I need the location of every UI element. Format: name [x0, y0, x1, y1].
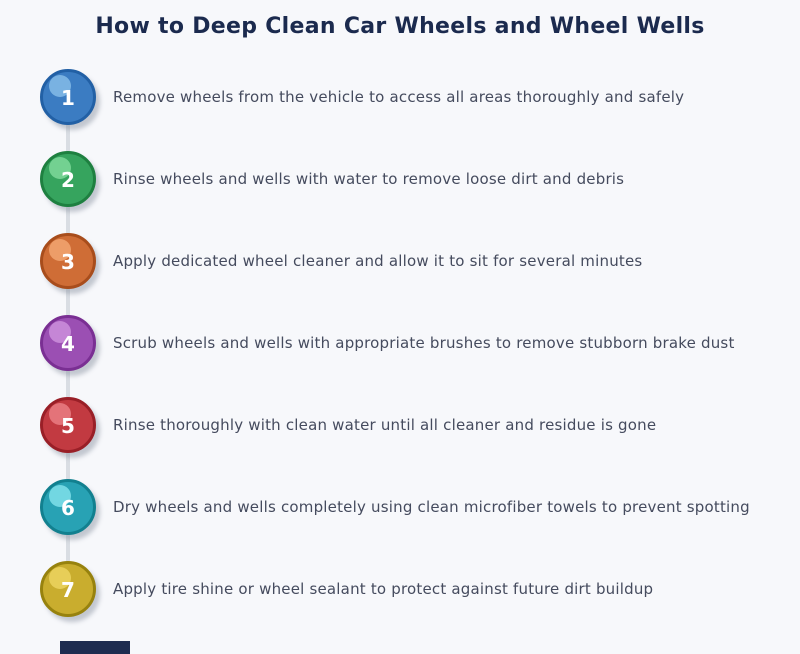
step-badge-7: 7	[40, 561, 96, 617]
badge-highlight-icon	[49, 321, 71, 343]
step-row-5: 5 Rinse thoroughly with clean water unti…	[40, 397, 750, 453]
step-badge-6: 6	[40, 479, 96, 535]
step-row-4: 4 Scrub wheels and wells with appropriat…	[40, 315, 750, 371]
step-badge-4: 4	[40, 315, 96, 371]
step-description: Dry wheels and wells completely using cl…	[113, 498, 750, 516]
badge-highlight-icon	[49, 239, 71, 261]
badge-highlight-icon	[49, 485, 71, 507]
step-badge-5: 5	[40, 397, 96, 453]
badge-highlight-icon	[49, 157, 71, 179]
step-number: 7	[61, 578, 75, 602]
badge-highlight-icon	[49, 403, 71, 425]
step-row-7: 7 Apply tire shine or wheel sealant to p…	[40, 561, 750, 617]
step-description: Apply tire shine or wheel sealant to pro…	[113, 580, 654, 598]
cropped-footer-bar	[60, 641, 130, 654]
page-title: How to Deep Clean Car Wheels and Wheel W…	[95, 14, 705, 39]
step-description: Apply dedicated wheel cleaner and allow …	[113, 252, 643, 270]
step-number: 2	[61, 168, 75, 192]
steps-list: 1 Remove wheels from the vehicle to acce…	[40, 69, 750, 643]
step-number: 1	[61, 86, 75, 110]
step-description: Rinse wheels and wells with water to rem…	[113, 170, 625, 188]
step-number: 5	[61, 414, 75, 438]
step-badge-1: 1	[40, 69, 96, 125]
step-row-3: 3 Apply dedicated wheel cleaner and allo…	[40, 233, 750, 289]
step-badge-2: 2	[40, 151, 96, 207]
step-description: Scrub wheels and wells with appropriate …	[113, 334, 735, 352]
step-number: 4	[61, 332, 75, 356]
step-row-6: 6 Dry wheels and wells completely using …	[40, 479, 750, 535]
step-number: 3	[61, 250, 75, 274]
badge-highlight-icon	[49, 567, 71, 589]
step-number: 6	[61, 496, 75, 520]
step-badge-3: 3	[40, 233, 96, 289]
step-row-1: 1 Remove wheels from the vehicle to acce…	[40, 69, 750, 125]
step-row-2: 2 Rinse wheels and wells with water to r…	[40, 151, 750, 207]
step-description: Rinse thoroughly with clean water until …	[113, 416, 657, 434]
badge-highlight-icon	[49, 75, 71, 97]
step-description: Remove wheels from the vehicle to access…	[113, 88, 685, 106]
